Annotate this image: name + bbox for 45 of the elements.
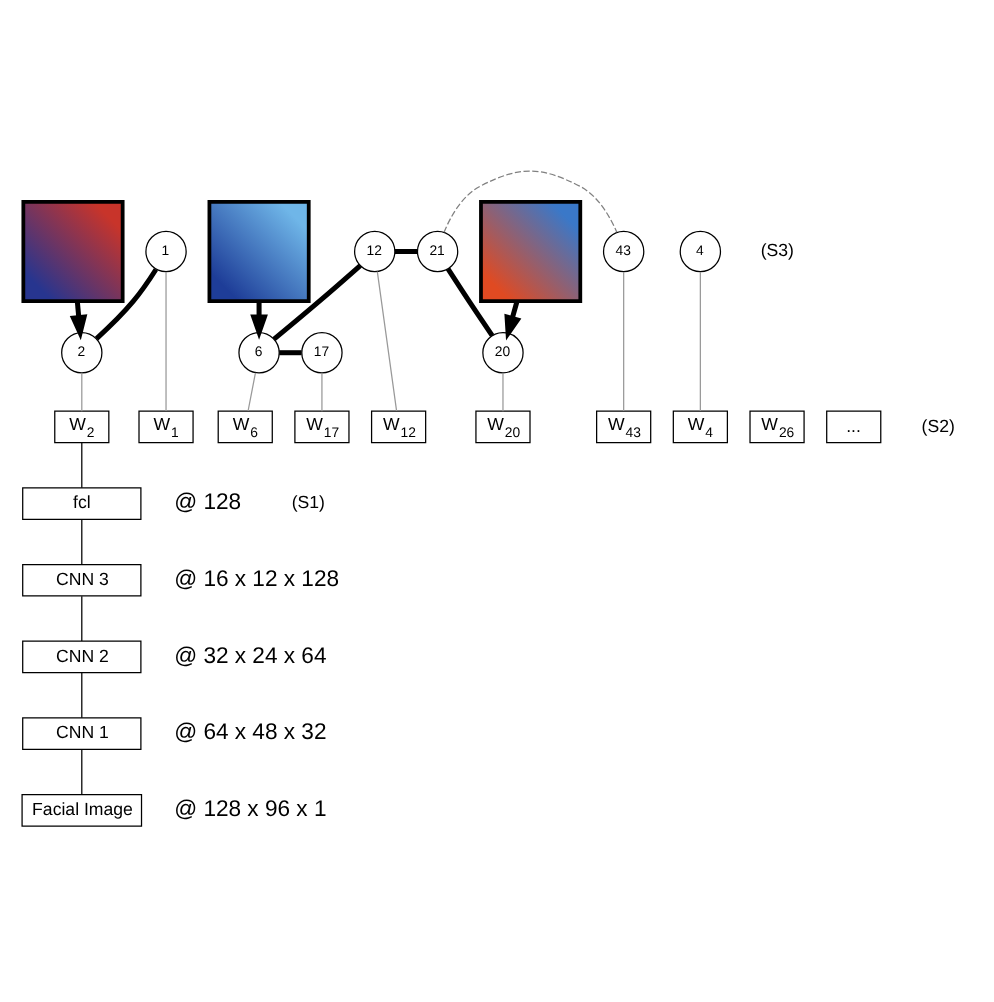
connector [699,270,701,411]
node-box: fcl [22,486,142,519]
node-label: @ 16 x 12 x 128 [174,566,340,591]
label: (S3) [760,239,794,260]
connector [445,266,495,337]
node-box: W$_{17}$ [294,409,350,443]
connector [623,270,625,411]
connector [165,270,167,411]
node-box: W$_{6}$ [217,409,273,443]
node-box: W$_{26}$ [749,409,805,443]
node-box: ... [826,409,882,443]
label: (S1) [291,491,326,512]
connector [247,371,257,411]
node-label: @ 32 x 24 x 64 [174,643,327,668]
picture [479,198,583,303]
node-box: W$_{20}$ [475,409,531,443]
connector [81,671,83,718]
node-label: @ 128 x 96 x 1 [174,796,327,821]
node-box: W$_{12}$ [370,409,427,443]
connector [81,517,83,564]
node-label: @ 64 x 48 x 32 [174,720,327,745]
node-box: CNN 3 [22,562,142,596]
connector [376,269,398,411]
connector [502,371,504,411]
node-box: CNN 1 [22,716,142,749]
picture [21,198,125,303]
node-label: @ 128 [174,490,242,515]
connector [321,371,323,411]
connector [272,262,362,341]
node-box: W$_{1}$ [138,409,194,443]
connector [279,349,302,355]
connector [81,371,83,411]
label: (S2) [921,414,955,435]
connector [443,169,618,232]
connector [81,441,83,488]
node-box: CNN 2 [22,639,142,673]
connector [81,747,83,795]
connector [394,248,418,253]
connector [81,594,83,641]
node-box: W$_{43}$ [596,409,652,443]
connector [94,267,159,340]
node-box: W$_{2}$ [54,409,110,443]
picture [207,198,311,303]
node-box: Facial Image [21,793,143,826]
node-box: W$_{4}$ [672,409,728,443]
